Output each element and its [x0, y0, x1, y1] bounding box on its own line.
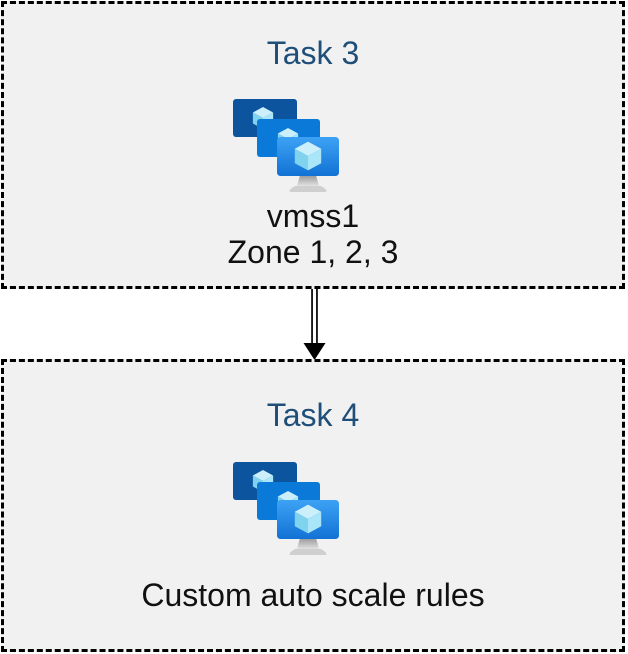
task4-caption: Custom auto scale rules: [4, 577, 622, 613]
task4-title: Task 4: [266, 397, 360, 433]
task4-box: Task 4 Custom auto scale rules: [1, 359, 625, 652]
task3-caption: vmss1 Zone 1, 2, 3: [4, 198, 622, 270]
down-arrow: [303, 289, 326, 360]
autoscale-rules-label: Custom auto scale rules: [141, 577, 485, 613]
vmss-name-label: vmss1: [266, 198, 360, 234]
vm-scale-set-icon: [233, 99, 339, 193]
task3-box: Task 3 vmss1 Zone 1, 2, 3: [1, 1, 625, 289]
zones-label: Zone 1, 2, 3: [227, 234, 399, 270]
vm-scale-set-icon: [233, 462, 339, 556]
task3-title: Task 3: [266, 35, 360, 71]
